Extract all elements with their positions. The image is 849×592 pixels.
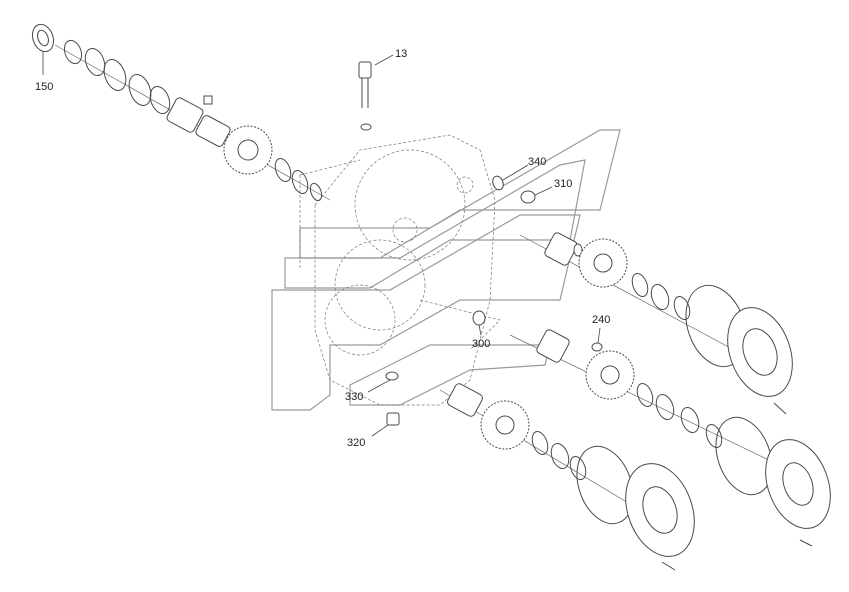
callout-240: 240: [592, 314, 610, 326]
callout-320: 320: [347, 437, 365, 449]
watermark-logo: [271, 129, 621, 411]
parts-300-330-320: [367, 310, 486, 437]
bottom-shaft-assembly: [439, 383, 695, 571]
part-240: [591, 327, 603, 352]
callout-340: 340: [528, 156, 546, 168]
upper-shaft-assembly: [31, 23, 331, 202]
part-13-plug: [358, 54, 394, 131]
callout-300: 300: [472, 338, 490, 350]
lower-shaft-assembly: [509, 329, 831, 547]
callout-310: 310: [554, 178, 572, 190]
gear-housing: [299, 134, 501, 406]
callout-150: 150: [35, 81, 53, 93]
callout-13: 13: [395, 48, 407, 60]
middle-shaft-assembly: [519, 232, 793, 415]
callout-330: 330: [345, 391, 363, 403]
part-340-310: [492, 164, 553, 204]
